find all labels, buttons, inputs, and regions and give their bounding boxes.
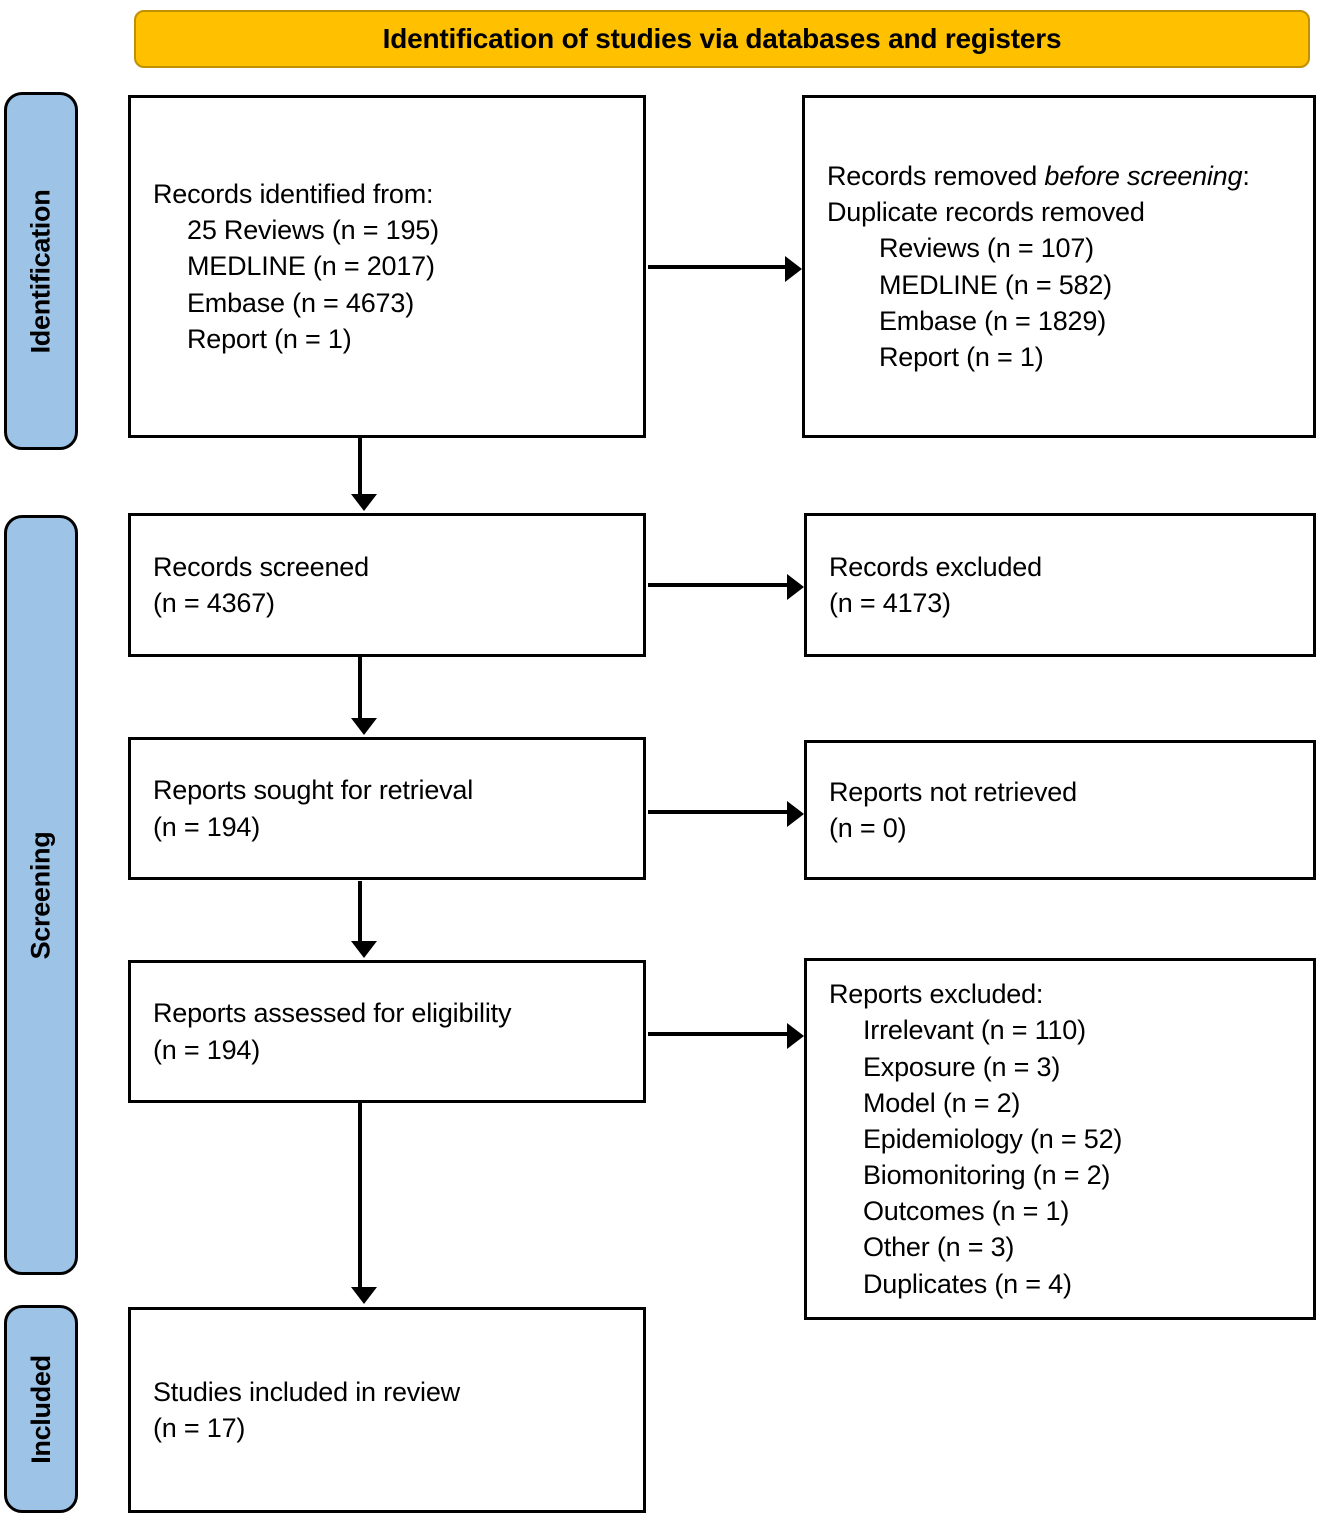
box-line: Records excluded [829,551,1042,582]
box-line: (n = 194) [153,811,261,842]
box-records-excluded: Records excluded (n = 4173) [804,513,1316,657]
box-line: Duplicate records removed [827,197,1145,228]
box-line: Reports not retrieved [829,776,1077,807]
box-line: Report (n = 1) [879,341,1044,372]
box-line: Other (n = 3) [863,1232,1015,1263]
arrow-assessed-to-reports-excluded [648,1023,804,1049]
box-line: (n = 194) [153,1034,261,1065]
box-line: Studies included in review [153,1376,460,1407]
box-line: Report (n = 1) [187,323,352,354]
box-line: Records screened [153,551,369,582]
box-line: Outcomes (n = 1) [863,1196,1070,1227]
box-line: Duplicates (n = 4) [863,1268,1072,1299]
box-reports-assessed: Reports assessed for eligibility (n = 19… [128,960,646,1103]
box-line: Biomonitoring (n = 2) [863,1160,1111,1191]
box-line: Reports sought for retrieval [153,775,474,806]
box-reports-excluded: Reports excluded: Irrelevant (n = 110) E… [804,958,1316,1320]
box-line: 25 Reviews (n = 195) [187,215,439,246]
box-line: Irrelevant (n = 110) [863,1015,1086,1046]
box-records-removed: Records removed before screening: Duplic… [802,95,1316,438]
box-line: Embase (n = 1829) [879,305,1106,336]
box-line: Records identified from: [153,179,434,210]
box-records-screened: Records screened (n = 4367) [128,513,646,657]
arrow-sought-to-not-retrieved [648,801,804,827]
arrow-sought-to-assessed [351,881,377,958]
box-line-suffix: : [1242,160,1250,191]
arrow-screened-to-excluded [648,574,804,600]
arrow-screened-to-sought [351,657,377,735]
box-line: (n = 0) [829,813,907,843]
box-reports-not-retrieved: Reports not retrieved (n = 0) [804,740,1316,880]
box-line-prefix: Records removed [827,160,1045,191]
box-reports-sought: Reports sought for retrieval (n = 194) [128,737,646,880]
box-line: Epidemiology (n = 52) [863,1123,1123,1154]
phase-included: Included [4,1305,78,1513]
arrow-assessed-to-included [351,1103,377,1304]
box-line: Model (n = 2) [863,1087,1021,1118]
banner-title: Identification of studies via databases … [382,22,1062,54]
box-studies-included: Studies included in review (n = 17) [128,1307,646,1513]
phase-screening: Screening [4,515,78,1275]
box-line: (n = 4367) [153,588,275,618]
arrow-identified-to-removed [648,256,802,282]
box-line: (n = 17) [153,1413,246,1443]
box-records-identified: Records identified from: 25 Reviews (n =… [128,95,646,438]
box-line-emphasis: before screening [1044,160,1243,191]
box-line: Exposure (n = 3) [863,1051,1061,1082]
arrow-identified-to-screened [351,438,377,511]
phase-identification: Identification [4,92,78,450]
phase-identification-label: Identification [25,189,56,353]
phase-screening-label: Screening [25,831,56,959]
box-line: Records removed before screening: [827,158,1291,194]
box-line: MEDLINE (n = 582) [879,269,1112,300]
diagram-banner: Identification of studies via databases … [134,10,1310,68]
box-line: MEDLINE (n = 2017) [187,251,435,282]
phase-included-label: Included [25,1354,56,1464]
box-line: Embase (n = 4673) [187,287,414,318]
box-line: Reviews (n = 107) [879,233,1094,264]
box-line: Reports excluded: [829,979,1044,1010]
box-line: (n = 4173) [829,588,951,618]
box-line: Reports assessed for eligibility [153,998,512,1029]
